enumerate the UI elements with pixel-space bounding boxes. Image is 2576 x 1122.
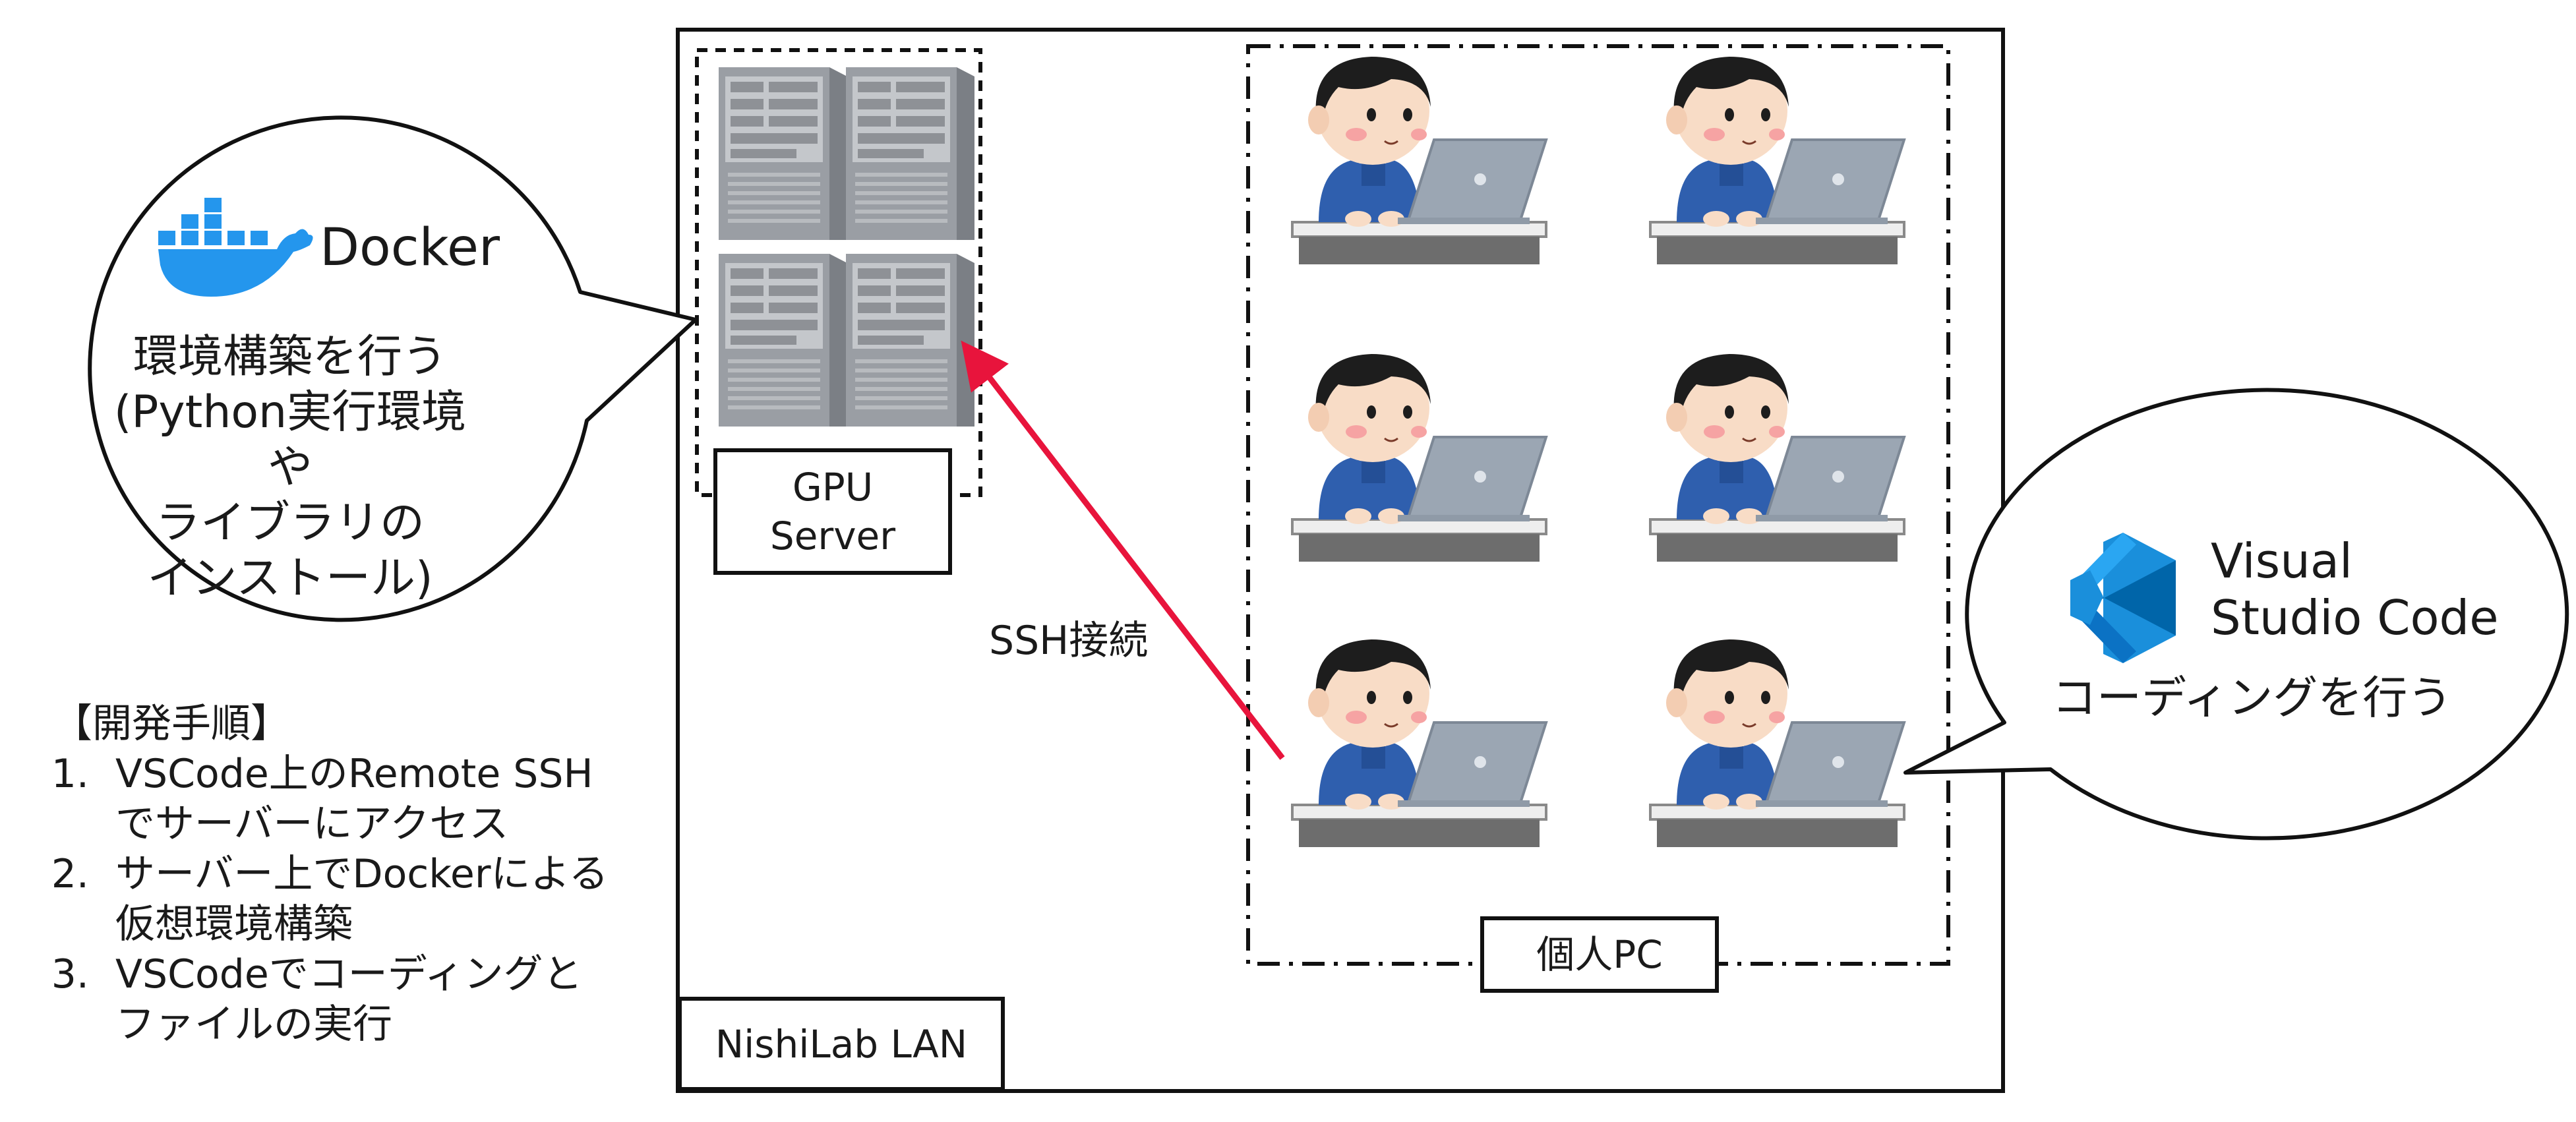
gpu-server-label: GPU Server — [713, 448, 952, 575]
docker-line: 環境構築を行う — [133, 331, 447, 383]
developer-3 — [1291, 353, 1547, 563]
docker-line: インストール) — [147, 552, 433, 605]
docker-line: ライブラリの — [155, 497, 425, 549]
docker-description: 環境構築を行う (Python実行環境や ライブラリの インストール) — [92, 330, 488, 606]
developer-5 — [1291, 638, 1547, 848]
lan-label-text: NishiLab LAN — [715, 1021, 968, 1067]
step-line: 仮想環境構築 — [115, 901, 353, 947]
vscode-speech-bubble — [1903, 388, 2569, 841]
server-rack-1 — [719, 67, 847, 240]
development-procedure: 【開発手順】 1. VSCode上のRemote SSH でサーバーにアクセス … — [26, 699, 609, 1049]
step-line: VSCodeでコーディングと — [115, 951, 583, 997]
ssh-connection-arrow — [961, 340, 1285, 760]
vscode-icon — [2070, 533, 2176, 663]
personal-pc-label-text: 個人PC — [1536, 932, 1663, 977]
procedure-step: 1. VSCode上のRemote SSH でサーバーにアクセス — [26, 749, 609, 849]
server-rack-2 — [846, 67, 974, 240]
procedure-title: 【開発手順】 — [53, 701, 290, 747]
vscode-label-line: Visual — [2211, 533, 2352, 589]
procedure-step: 2. サーバー上でDockerによる 仮想環境構築 — [26, 849, 609, 949]
developer-1 — [1291, 55, 1547, 266]
step-number: 1. — [51, 751, 89, 797]
step-line: でサーバーにアクセス — [115, 801, 509, 847]
developer-2 — [1649, 55, 1905, 266]
docker-label: Docker — [320, 218, 500, 278]
personal-pc-label: 個人PC — [1480, 916, 1719, 993]
server-rack-3 — [719, 254, 847, 427]
vscode-description: コーディングを行う — [2052, 672, 2453, 724]
step-line: ファイルの実行 — [115, 1001, 392, 1048]
developer-4 — [1649, 353, 1905, 563]
procedure-step: 3. VSCodeでコーディングと ファイルの実行 — [26, 949, 609, 1049]
vscode-label: Visual Studio Code — [2211, 533, 2499, 646]
gpu-server-label-line: Server — [769, 514, 896, 558]
server-rack-4 — [846, 254, 974, 427]
step-number: 3. — [51, 951, 89, 997]
step-number: 2. — [51, 851, 89, 897]
developer-6 — [1649, 638, 1905, 848]
vscode-label-line: Studio Code — [2211, 590, 2499, 645]
lan-label: NishiLab LAN — [678, 997, 1005, 1091]
docker-whale-icon — [158, 198, 313, 297]
docker-line: (Python実行環境や — [113, 386, 467, 494]
step-line: VSCode上のRemote SSH — [115, 751, 593, 797]
step-line: サーバー上でDockerによる — [115, 851, 609, 897]
gpu-server-label-line: GPU — [792, 465, 874, 510]
ssh-connection-label: SSH接続 — [989, 618, 1149, 664]
